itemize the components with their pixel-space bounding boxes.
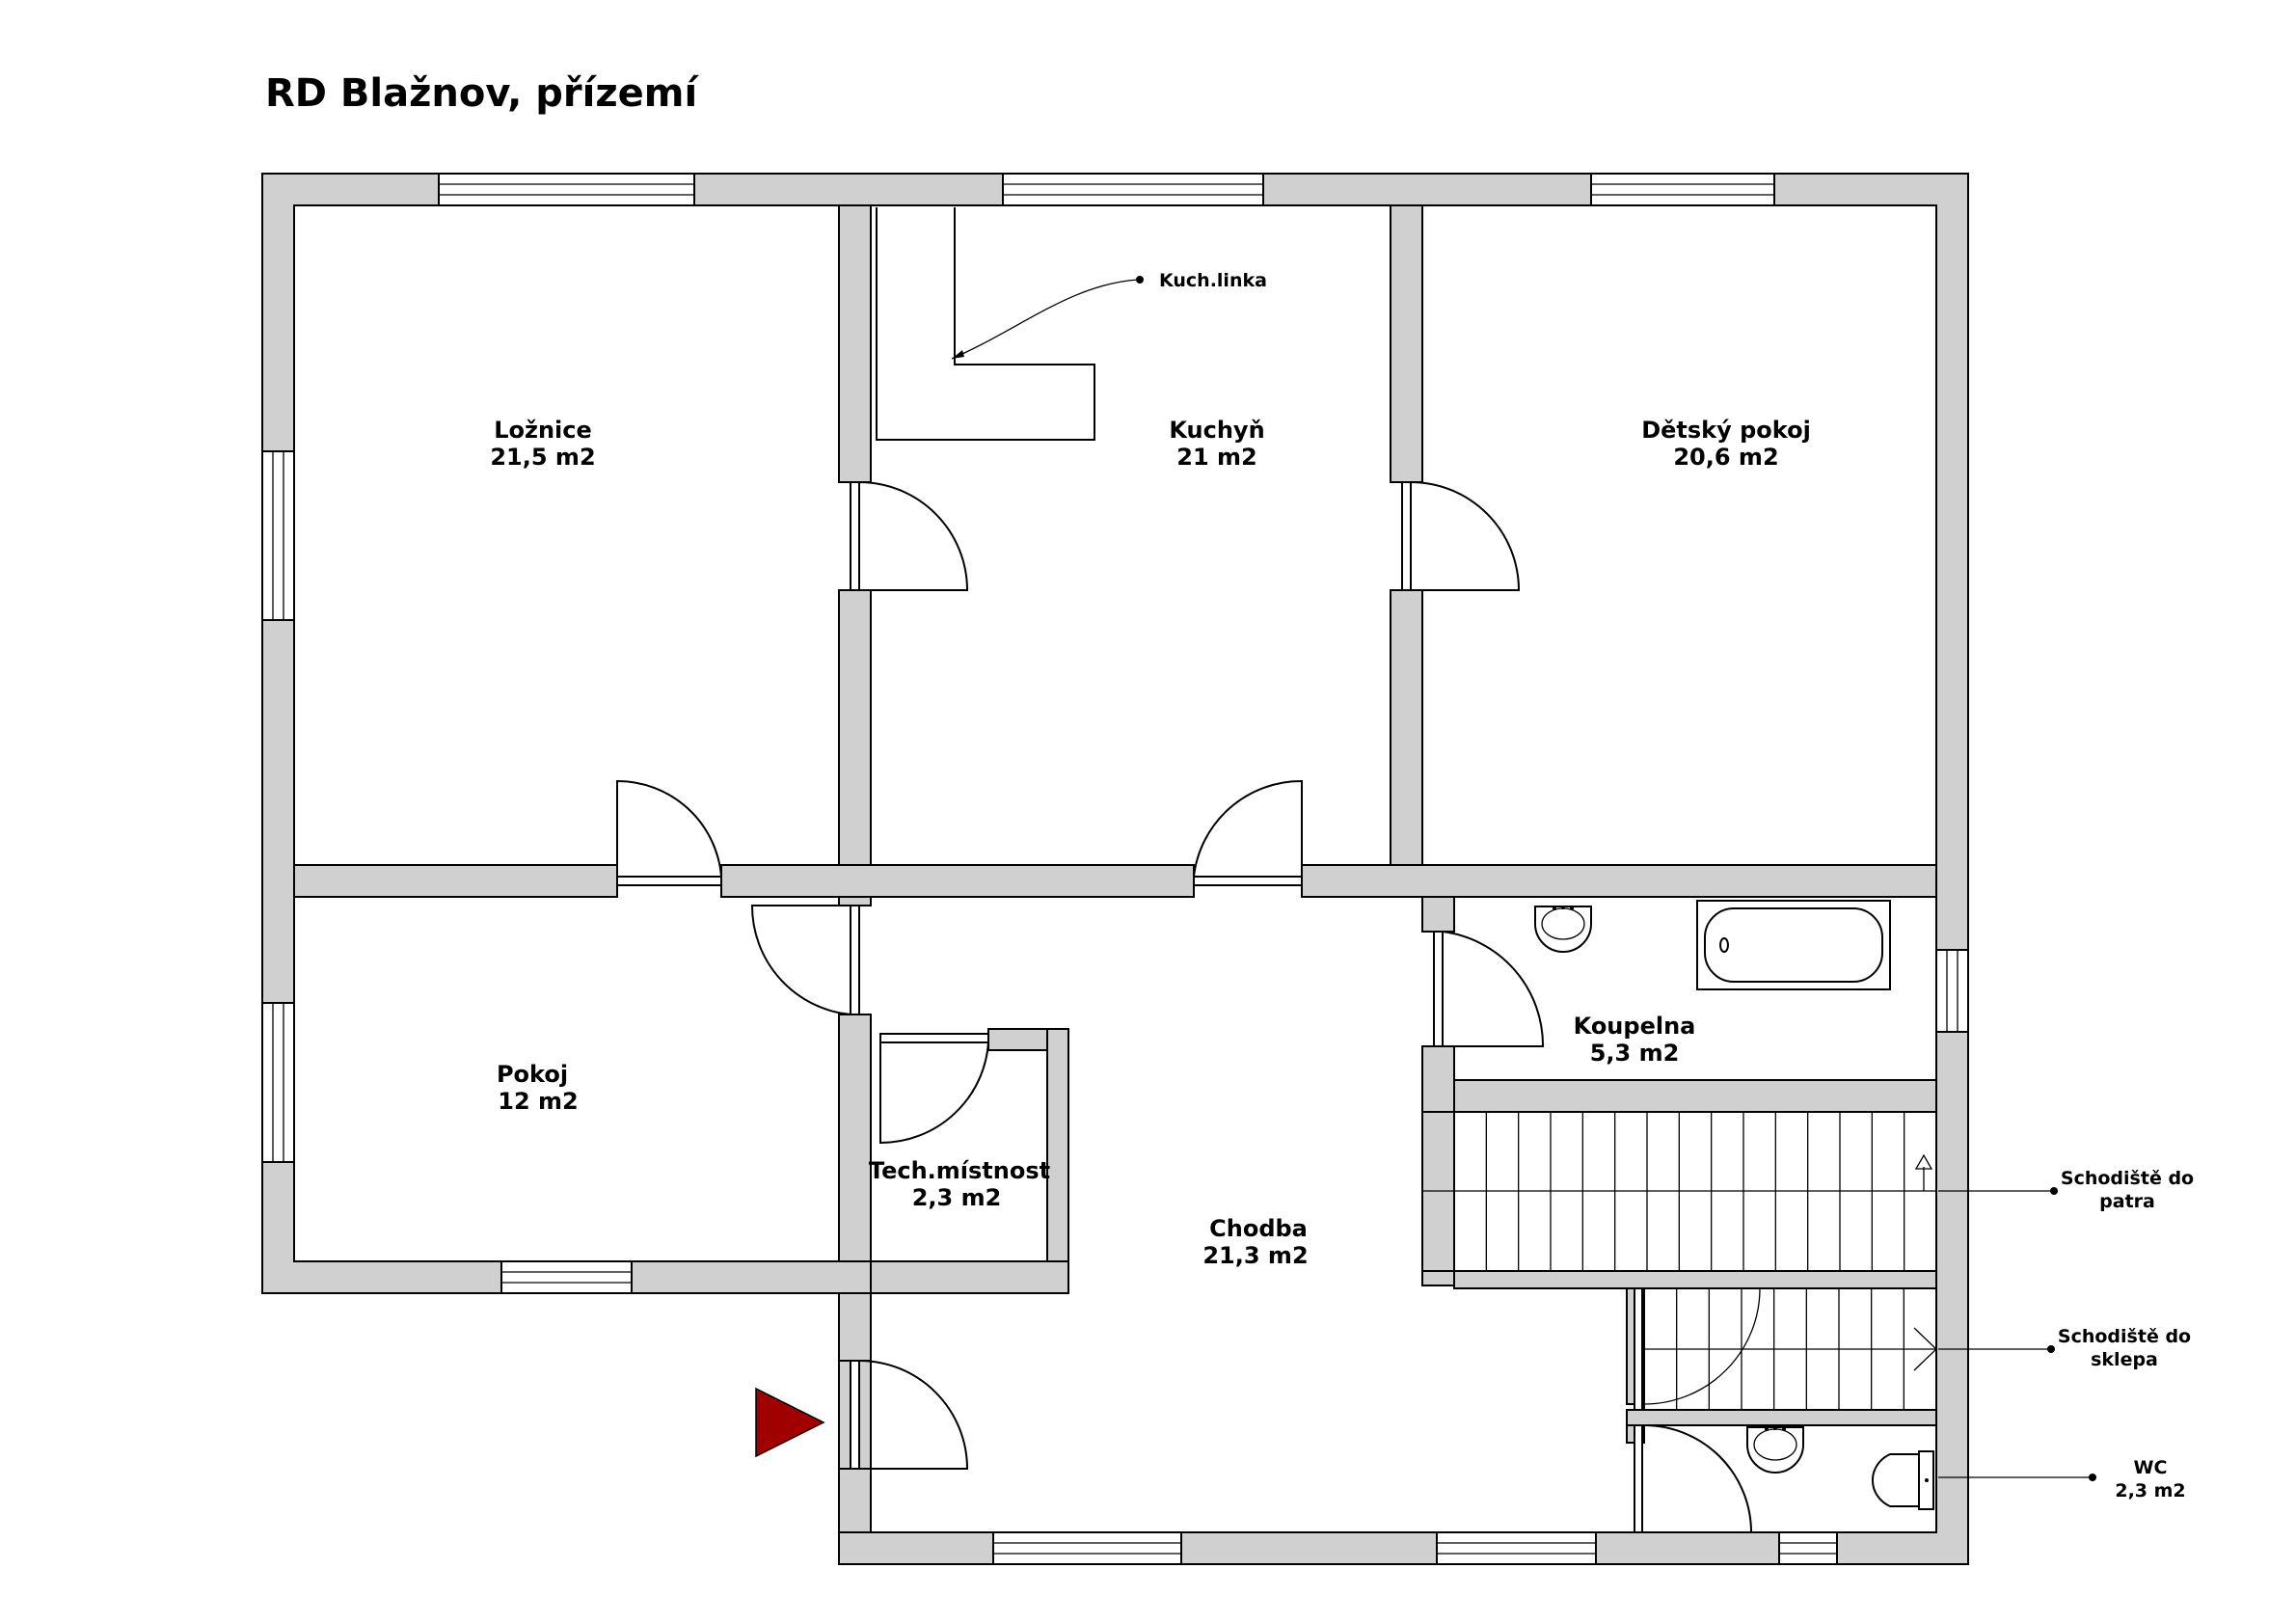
bathtub	[1696, 900, 1891, 990]
wall-seg	[1421, 1045, 1455, 1286]
wall-seg	[838, 589, 872, 906]
room-name-chodba: Chodba	[1209, 1215, 1308, 1242]
callout-kitchen-unit: Kuch.linka	[1159, 270, 1267, 291]
window	[1590, 173, 1775, 206]
wall-seg	[1453, 1079, 1937, 1113]
stairs-down	[1643, 1287, 1937, 1411]
room-name-tech: Tech.místnost	[869, 1157, 1050, 1184]
wc-sink	[1746, 1426, 1804, 1474]
room-area-pokoj: 12 m2	[498, 1088, 578, 1115]
stairs-up-treads	[1485, 1112, 1905, 1271]
room-area-kuchyn: 21 m2	[1176, 444, 1256, 471]
room-labels: Ložnice 21,5 m2 Kuchyň 21 m2 Dětský poko…	[490, 417, 1810, 1269]
wall-seg	[1390, 204, 1423, 483]
walls	[261, 173, 1969, 1565]
door-frame	[850, 1360, 860, 1470]
wall-seg	[1453, 1270, 1937, 1289]
plan-title: RD Blažnov, přízemí	[265, 71, 699, 116]
wall-seg	[1421, 896, 1455, 933]
room-name-pokoj: Pokoj	[497, 1061, 568, 1088]
callout-wc-line2: 2,3 m2	[2115, 1480, 2185, 1501]
bathtub-basin	[1704, 907, 1883, 983]
door-leaf	[1643, 1287, 1761, 1405]
room-name-kuchyn: Kuchyň	[1169, 417, 1264, 444]
room-name-koupelna: Koupelna	[1574, 1013, 1696, 1040]
door-frame	[1634, 1424, 1643, 1533]
window	[438, 173, 695, 206]
callouts: Kuch.linka Schodiště do patra Schodiště …	[951, 270, 2194, 1501]
wall-seg	[838, 1014, 872, 1262]
door-leaf	[616, 779, 722, 878]
wall-seg	[838, 1468, 872, 1533]
stairs-up	[1421, 1111, 1937, 1272]
door-leaf	[1442, 931, 1545, 1047]
room-name-detsky-pokoj: Dětský pokoj	[1641, 417, 1811, 444]
wall-seg	[838, 1292, 872, 1362]
window	[1002, 173, 1264, 206]
wall-seg	[720, 864, 1195, 898]
wall-seg	[1301, 864, 1937, 898]
toilet-bowl	[1871, 1453, 1920, 1507]
room-area-loznice: 21,5 m2	[490, 444, 595, 471]
window	[1778, 1531, 1838, 1565]
window	[1935, 949, 1969, 1033]
wall-seg	[293, 864, 618, 898]
room-name-loznice: Ložnice	[494, 417, 592, 444]
wall-seg	[870, 1260, 1069, 1294]
wall-seg	[1390, 589, 1423, 866]
leader-kitchen	[951, 279, 1139, 360]
bathtub-drain	[1719, 937, 1729, 953]
window	[261, 1002, 295, 1163]
door-leaf	[750, 905, 851, 1015]
wall-seg	[1046, 1028, 1069, 1294]
room-area-koupelna: 5,3 m2	[1590, 1040, 1680, 1067]
room-area-detsky-pokoj: 20,6 m2	[1673, 444, 1778, 471]
room-area-tech: 2,3 m2	[912, 1184, 1002, 1211]
wall-seg	[838, 204, 872, 483]
door-frame	[1401, 481, 1412, 591]
door-leaf	[1643, 1424, 1753, 1533]
door-leaf	[1410, 481, 1521, 591]
window	[1436, 1531, 1597, 1565]
entrance-arrow-icon	[755, 1387, 825, 1458]
callout-stairs-down-line1: Schodiště do	[2058, 1326, 2191, 1347]
door-frame	[1433, 931, 1444, 1047]
stairs-up-arrow	[1914, 1153, 1933, 1191]
bathroom-sink	[1534, 906, 1592, 953]
callout-stairs-up-line2: patra	[2099, 1191, 2155, 1212]
door-frame	[616, 876, 722, 886]
doors	[616, 481, 1761, 1533]
callout-wc-line1: WC	[2134, 1457, 2168, 1478]
window	[992, 1531, 1182, 1565]
door-frame	[1634, 1287, 1643, 1411]
wall-seg	[1626, 1409, 1937, 1426]
window	[261, 450, 295, 621]
windows	[261, 173, 1969, 1565]
door-frame	[879, 1033, 989, 1043]
callout-stairs-down-line2: sklepa	[2091, 1349, 2158, 1370]
room-area-chodba: 21,3 m2	[1202, 1242, 1308, 1269]
door-frame	[1193, 876, 1303, 886]
door-frame	[850, 905, 860, 1015]
door-leaf	[858, 481, 969, 591]
door-leaf	[879, 1041, 989, 1145]
door-leaf	[858, 1360, 969, 1470]
door-frame	[850, 481, 860, 591]
window	[500, 1260, 633, 1294]
door-leaf	[1193, 779, 1303, 878]
stairs-down-arrow	[1913, 1327, 1937, 1371]
stairs-down-treads	[1676, 1288, 1904, 1410]
fixtures	[876, 207, 1934, 1510]
callout-stairs-up-line1: Schodiště do	[2061, 1168, 2194, 1189]
kitchen-counter	[876, 207, 1095, 441]
